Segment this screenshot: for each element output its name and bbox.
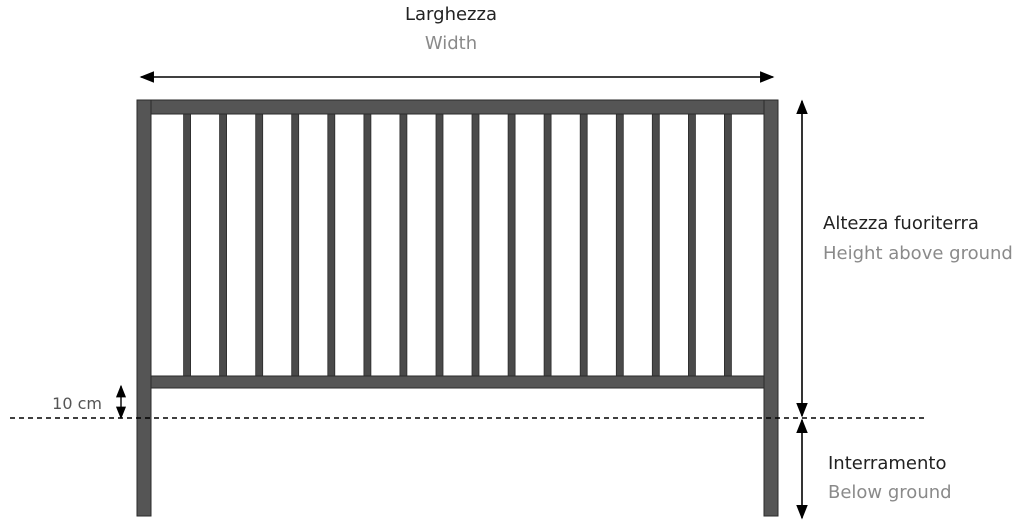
fence-bottom-rail [136,375,779,389]
fence-bar [688,113,696,377]
fence-bar [399,113,408,377]
below-ground-label-en: Below ground [828,482,952,503]
fence-bar [183,113,192,377]
fence-left-post [136,99,152,517]
fence-bar [471,113,480,377]
fence-bar [579,113,588,377]
fence-background [151,114,763,376]
fence-bar [651,113,660,377]
fence-right-post [763,99,779,517]
height-above-label: Altezza fuoriterra [823,213,979,234]
width-label: Larghezza [405,4,497,25]
fence-bar [435,113,444,377]
fence-bar [327,113,336,377]
height-above-label-en: Height above ground [823,243,1013,264]
fence-bar [291,113,300,377]
fence-bar [615,113,624,377]
fence-bar [543,113,552,377]
below-ground-label: Interramento [828,453,946,474]
fence-bar [219,113,228,377]
fence-bar [255,113,264,377]
fence-bar [363,113,372,377]
width-label-en: Width [425,33,477,54]
clearance-label: 10 cm [52,394,102,413]
fence-bar [507,113,516,377]
fence [136,99,779,517]
fence-top-rail [136,99,779,115]
fence-bar [724,113,732,377]
